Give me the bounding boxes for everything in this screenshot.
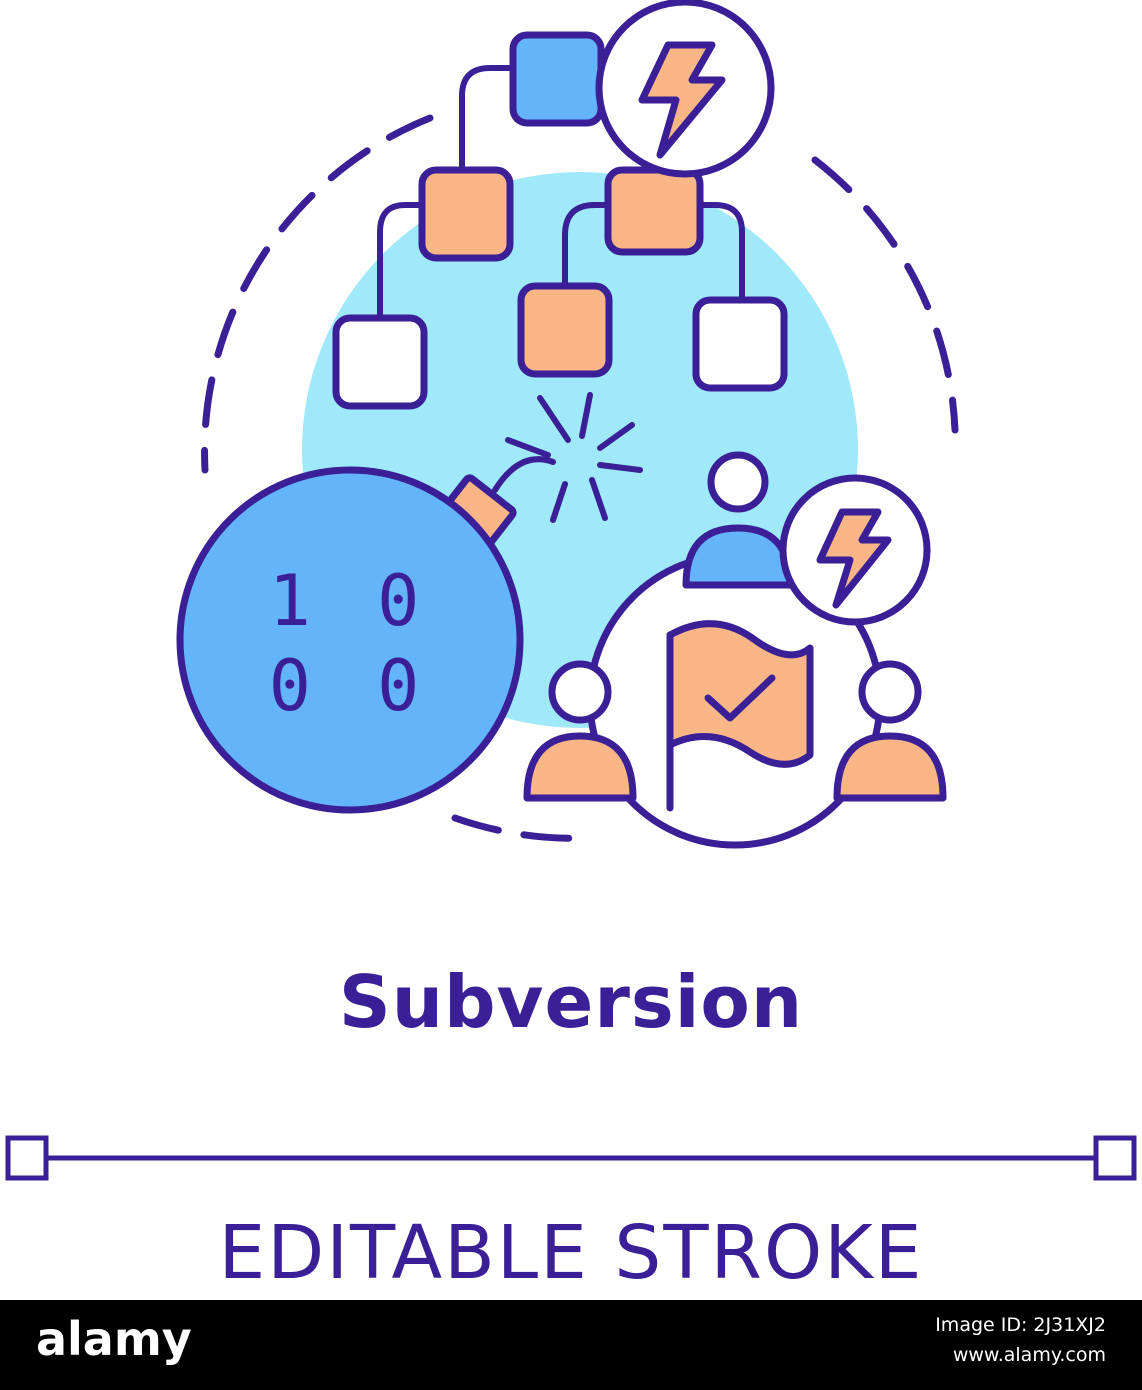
dashed-ring: [811, 156, 959, 434]
icon-title: Subversion: [338, 960, 804, 1044]
person-body: [682, 524, 794, 589]
dashed-ring: [201, 114, 434, 474]
footer-info: Image ID: 2J31XJ2 www.alamy.com: [935, 1310, 1106, 1370]
stroke-handle-right: [1093, 1135, 1137, 1181]
lightning-icon: [816, 508, 892, 609]
editable-stroke-caption: EDITABLE STROKE: [218, 1210, 924, 1296]
person-body: [523, 732, 637, 802]
person-head: [548, 660, 612, 724]
tree-node: [517, 282, 613, 378]
check-icon: [704, 674, 776, 722]
flag-icon: [666, 620, 814, 768]
stroke-handle-left: [5, 1135, 49, 1181]
binary-row-1: 1 0: [269, 560, 431, 642]
alamy-logo: alamy: [36, 1312, 192, 1366]
bomb-icon: [176, 466, 524, 814]
person-body: [833, 732, 947, 802]
person-head: [707, 451, 769, 513]
spark-burst: [505, 392, 643, 523]
tree-connectors: [377, 65, 745, 321]
tree-node: [418, 166, 514, 262]
binary-row-2: 0 0: [269, 645, 431, 727]
tree-node-top: [509, 31, 605, 127]
site-url: www.alamy.com: [952, 1344, 1106, 1366]
person-head: [858, 660, 922, 724]
lightning-icon: [638, 41, 726, 159]
tree-node: [332, 314, 428, 410]
tree-node: [692, 296, 788, 392]
dashed-ring: [451, 814, 594, 842]
editable-stroke-line: [5, 1135, 1137, 1181]
tree-node: [604, 166, 704, 256]
subversion-concept-icon: 1 0 0 0: [176, 0, 959, 849]
image-id: Image ID: 2J31XJ2: [935, 1314, 1106, 1336]
watermark-footer: alamy Image ID: 2J31XJ2 www.alamy.com: [0, 1300, 1142, 1390]
